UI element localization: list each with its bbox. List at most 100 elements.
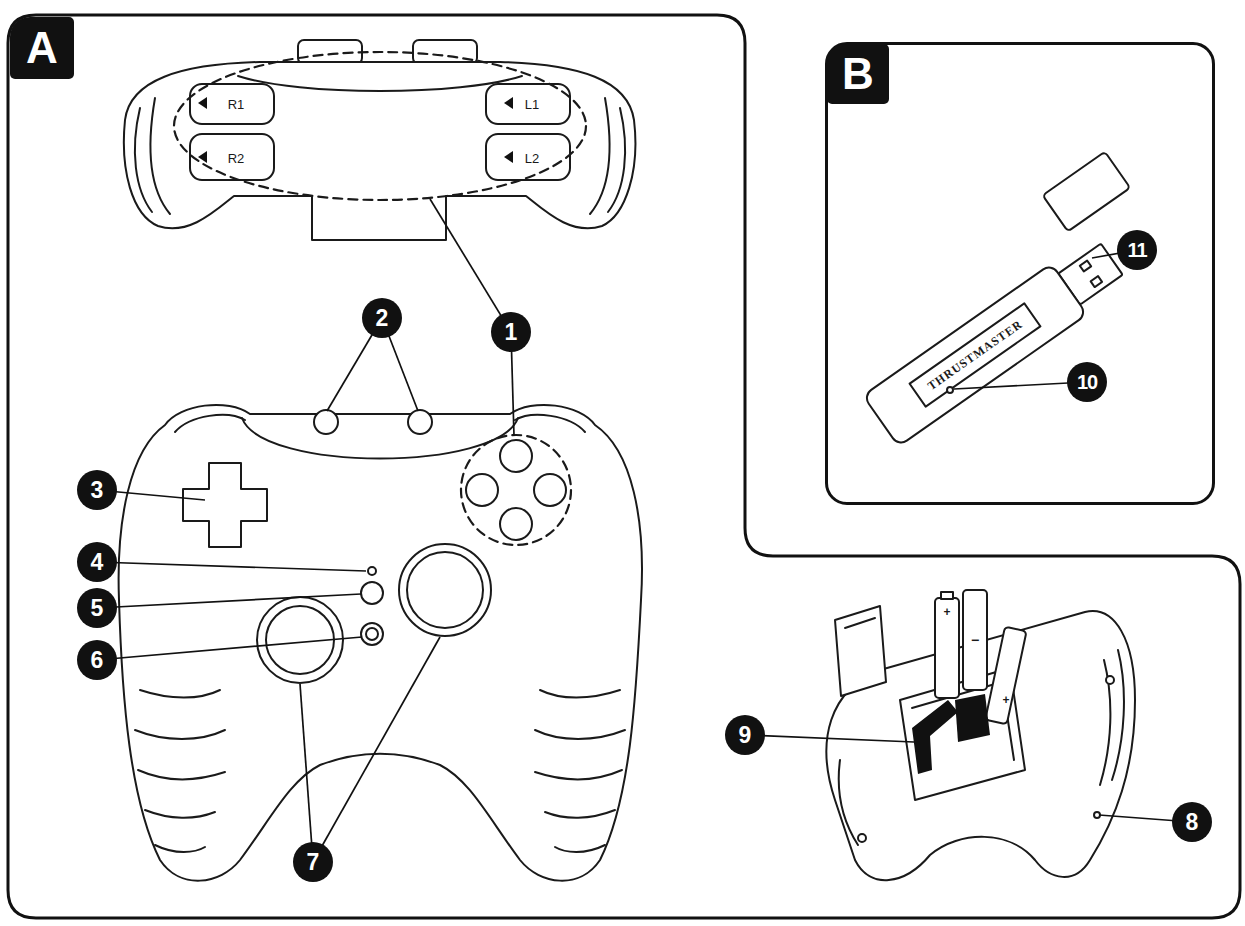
shoulder-edge xyxy=(175,415,245,432)
grip-ridge xyxy=(138,770,225,779)
shoulder-button xyxy=(486,134,570,180)
receiver-cap xyxy=(1043,152,1130,232)
body-seam xyxy=(238,76,522,91)
usb-receiver xyxy=(828,152,1175,447)
dashed-group xyxy=(461,435,571,545)
grip-ridge xyxy=(150,98,170,214)
callout-circle: 5 xyxy=(77,588,117,628)
small-button xyxy=(408,410,432,434)
callout-number: 9 xyxy=(739,724,752,747)
grip-ridge xyxy=(535,770,622,779)
panel-letter: A xyxy=(10,17,74,79)
callout-number: 2 xyxy=(376,307,389,330)
callout-circle: 11 xyxy=(1117,230,1157,270)
button-label: R1 xyxy=(228,98,245,111)
grip-ridge xyxy=(555,845,605,852)
button-label: L2 xyxy=(525,152,539,165)
grip-ridge xyxy=(535,730,625,739)
shoulder-button xyxy=(486,84,570,124)
leader-lines xyxy=(97,199,1192,862)
leader-line xyxy=(745,735,914,742)
gamepad-body xyxy=(119,405,642,881)
battery-ribbon xyxy=(912,700,958,774)
button-label: L1 xyxy=(525,98,539,111)
plug-hole xyxy=(1080,261,1091,272)
plug-hole xyxy=(1091,276,1102,287)
panel-outline xyxy=(8,15,1240,918)
button-icon xyxy=(198,97,207,109)
action-button xyxy=(466,474,498,506)
panel-letter: B xyxy=(827,44,889,104)
action-button xyxy=(534,474,566,506)
callout-circle: 4 xyxy=(77,542,117,582)
action-button xyxy=(500,440,532,472)
leader-line xyxy=(430,199,511,332)
callout-circle: 9 xyxy=(725,715,765,755)
battery-view xyxy=(826,590,1135,880)
battery xyxy=(935,598,959,698)
mode-button xyxy=(361,623,383,645)
top-view xyxy=(124,40,635,240)
action-button xyxy=(500,508,532,540)
polarity-sign: + xyxy=(943,606,950,618)
receiver-body-group xyxy=(828,152,1175,447)
callout-circle: 10 xyxy=(1067,362,1107,402)
button-icon xyxy=(504,97,513,109)
button-icon xyxy=(504,151,513,163)
d-pad xyxy=(183,463,267,547)
grip-ridge xyxy=(1112,650,1124,780)
trigger-tab xyxy=(413,40,477,64)
callout-number: 7 xyxy=(307,851,320,874)
callout-number: 4 xyxy=(91,551,104,574)
grip-ridge xyxy=(135,730,225,739)
grip-ridge xyxy=(590,98,610,214)
grip-ridge xyxy=(135,108,152,212)
battery-terminal xyxy=(941,592,953,599)
screw-hole xyxy=(858,834,866,842)
grip-ridge xyxy=(155,845,205,852)
receiver-led xyxy=(947,387,953,393)
callout-number: 11 xyxy=(1127,240,1146,260)
callout-circle: 1 xyxy=(491,312,531,352)
callout-number: 6 xyxy=(91,649,104,672)
small-button xyxy=(314,410,338,434)
battery xyxy=(963,590,987,690)
figure-panel: B 10 11 xyxy=(825,42,1215,505)
callout-number: 3 xyxy=(91,479,104,502)
panel-outline xyxy=(8,15,1240,918)
shoulder-button xyxy=(190,84,274,124)
shoulder-button xyxy=(190,134,274,180)
grip-ridge xyxy=(545,810,615,818)
callout-number: 8 xyxy=(1186,811,1199,834)
brand-plate xyxy=(910,303,1041,406)
figure-panel: A 1 2 3 4 5 6 7 8 9 xyxy=(8,15,1240,918)
polarity-sign: − xyxy=(971,633,979,647)
callout-circle: 2 xyxy=(362,298,402,338)
grip-ridge xyxy=(140,690,220,698)
front-view xyxy=(119,405,642,881)
mode-button xyxy=(361,582,383,604)
led xyxy=(368,567,376,575)
shoulder-edge xyxy=(515,415,585,432)
cover-edge xyxy=(845,618,875,628)
grip-ridge xyxy=(540,690,620,698)
callout-number: 5 xyxy=(91,597,104,620)
stick-ring xyxy=(399,544,491,636)
callout-number: 1 xyxy=(505,321,518,344)
battery-ribbon xyxy=(955,694,990,742)
button-ring xyxy=(366,628,378,640)
battery-cover xyxy=(835,606,886,696)
dashed-group xyxy=(174,52,586,200)
screw-hole xyxy=(1106,676,1114,684)
receiver-body xyxy=(863,264,1087,447)
leader-line xyxy=(97,562,366,571)
callout-circle: 6 xyxy=(77,640,117,680)
polarity-sign: + xyxy=(1002,694,1009,706)
battery xyxy=(985,627,1026,724)
grip-ridge xyxy=(608,108,625,212)
callout-circle: 7 xyxy=(293,842,333,882)
thumb-stick xyxy=(407,552,483,628)
brand-name: THRUSTMASTER xyxy=(925,318,1024,392)
